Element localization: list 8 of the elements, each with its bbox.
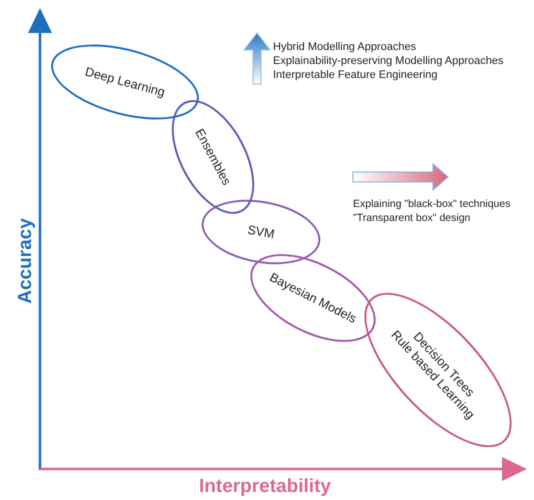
model-label: SVM xyxy=(246,222,276,242)
note-text: Hybrid Modelling Approaches xyxy=(273,40,416,54)
axis-label: Interpretability xyxy=(198,476,332,498)
axis-label: Accuracy xyxy=(15,217,37,306)
note-text: Interpretable Feature Engineering xyxy=(273,68,438,82)
note-text: "Transparent box" design xyxy=(353,211,470,225)
note-text: Explaining "black-box" techniques xyxy=(353,197,510,211)
note-text: Explainability-preserving Modelling Approaches xyxy=(273,54,504,68)
